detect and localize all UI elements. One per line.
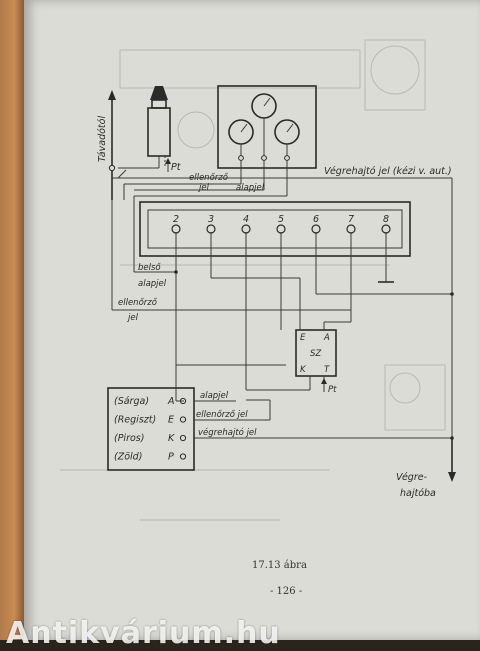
label-alapjel-bottom: alapjel [200, 391, 229, 401]
label-vegrehajtoba-1: Végre- [396, 472, 428, 483]
label-ellenorzo-jel-mid-2: jel [127, 313, 139, 323]
label-ellenorzo-jel-top-2: jel [198, 183, 210, 193]
label-alapjel-top: alapjel [236, 183, 265, 193]
lamp-letter: P [168, 452, 174, 463]
terminal-4 [241, 224, 251, 234]
terminal-label-3: 3 [208, 214, 214, 225]
label-tavadotol: Távadótól [97, 116, 108, 162]
terminal-wiring [112, 232, 454, 391]
page-number: - 126 - [270, 586, 302, 597]
terminal-label-2: 2 [173, 214, 179, 225]
lamp-name: (Zöld) [114, 452, 142, 463]
bleed-through [60, 39, 446, 521]
gauge-panel [217, 85, 317, 169]
label-vegrehajtoba-2: hajtóba [400, 488, 436, 499]
sz-label-a: A [323, 333, 330, 343]
terminal-label-8: 8 [383, 214, 389, 225]
label-ellenorzo-jel-mid-1: ellenőrző [118, 298, 158, 308]
sz-label-e: E [300, 333, 306, 343]
terminal-5 [276, 224, 286, 234]
lamp-terminal [179, 434, 187, 442]
label-vegrehajto-jel-bottom: végrehajtó jel [198, 427, 257, 438]
lamp-box: (Sárga) A (Regiszt) E (Piros) K (Zöld) P [107, 387, 195, 471]
watermark: Antikvárium.hu [6, 616, 281, 651]
terminal-6 [311, 224, 321, 234]
label-pt-bottom: Pt [328, 385, 337, 395]
terminal-label-5: 5 [278, 214, 284, 225]
sz-label-k: K [300, 365, 307, 375]
lamp-name: (Regiszt) [114, 415, 156, 426]
label-pt-top: Pt [171, 162, 182, 173]
terminal-label-4: 4 [243, 214, 249, 225]
label-belso-alapjel-2: alapjel [138, 279, 167, 289]
terminal-2 [171, 224, 181, 234]
terminal-3 [206, 224, 216, 234]
lamp-name: (Piros) [114, 433, 144, 444]
book-spine [0, 0, 24, 640]
lamp-letter: A [167, 396, 175, 407]
sz-block: E A SZ K T [295, 329, 337, 392]
label-vegrehajto-jel-top: Végrehajtó jel (kézi v. aut.) [324, 166, 452, 177]
sz-label-sz: SZ [310, 349, 321, 359]
terminal-7 [346, 224, 356, 234]
sz-label-t: T [324, 365, 330, 375]
transmitter [108, 86, 171, 200]
figure-caption: 17.13 ábra [252, 560, 307, 571]
lamp-wiring [175, 365, 456, 482]
label-ellenorzo-jel-bottom: ellenőrző jel [196, 410, 248, 420]
lamp-letter: E [168, 415, 174, 426]
label-belso-alapjel-1: belső [138, 263, 161, 273]
lamp-terminal [179, 453, 187, 460]
lamp-name: (Sárga) [114, 396, 149, 407]
terminal-block [139, 201, 411, 257]
terminal-label-6: 6 [313, 214, 319, 225]
lamp-terminal [179, 416, 187, 423]
terminal-label-7: 7 [348, 214, 354, 225]
lamp-letter: K [168, 433, 175, 444]
terminal-8 [381, 224, 391, 234]
top-wiring [111, 160, 453, 470]
